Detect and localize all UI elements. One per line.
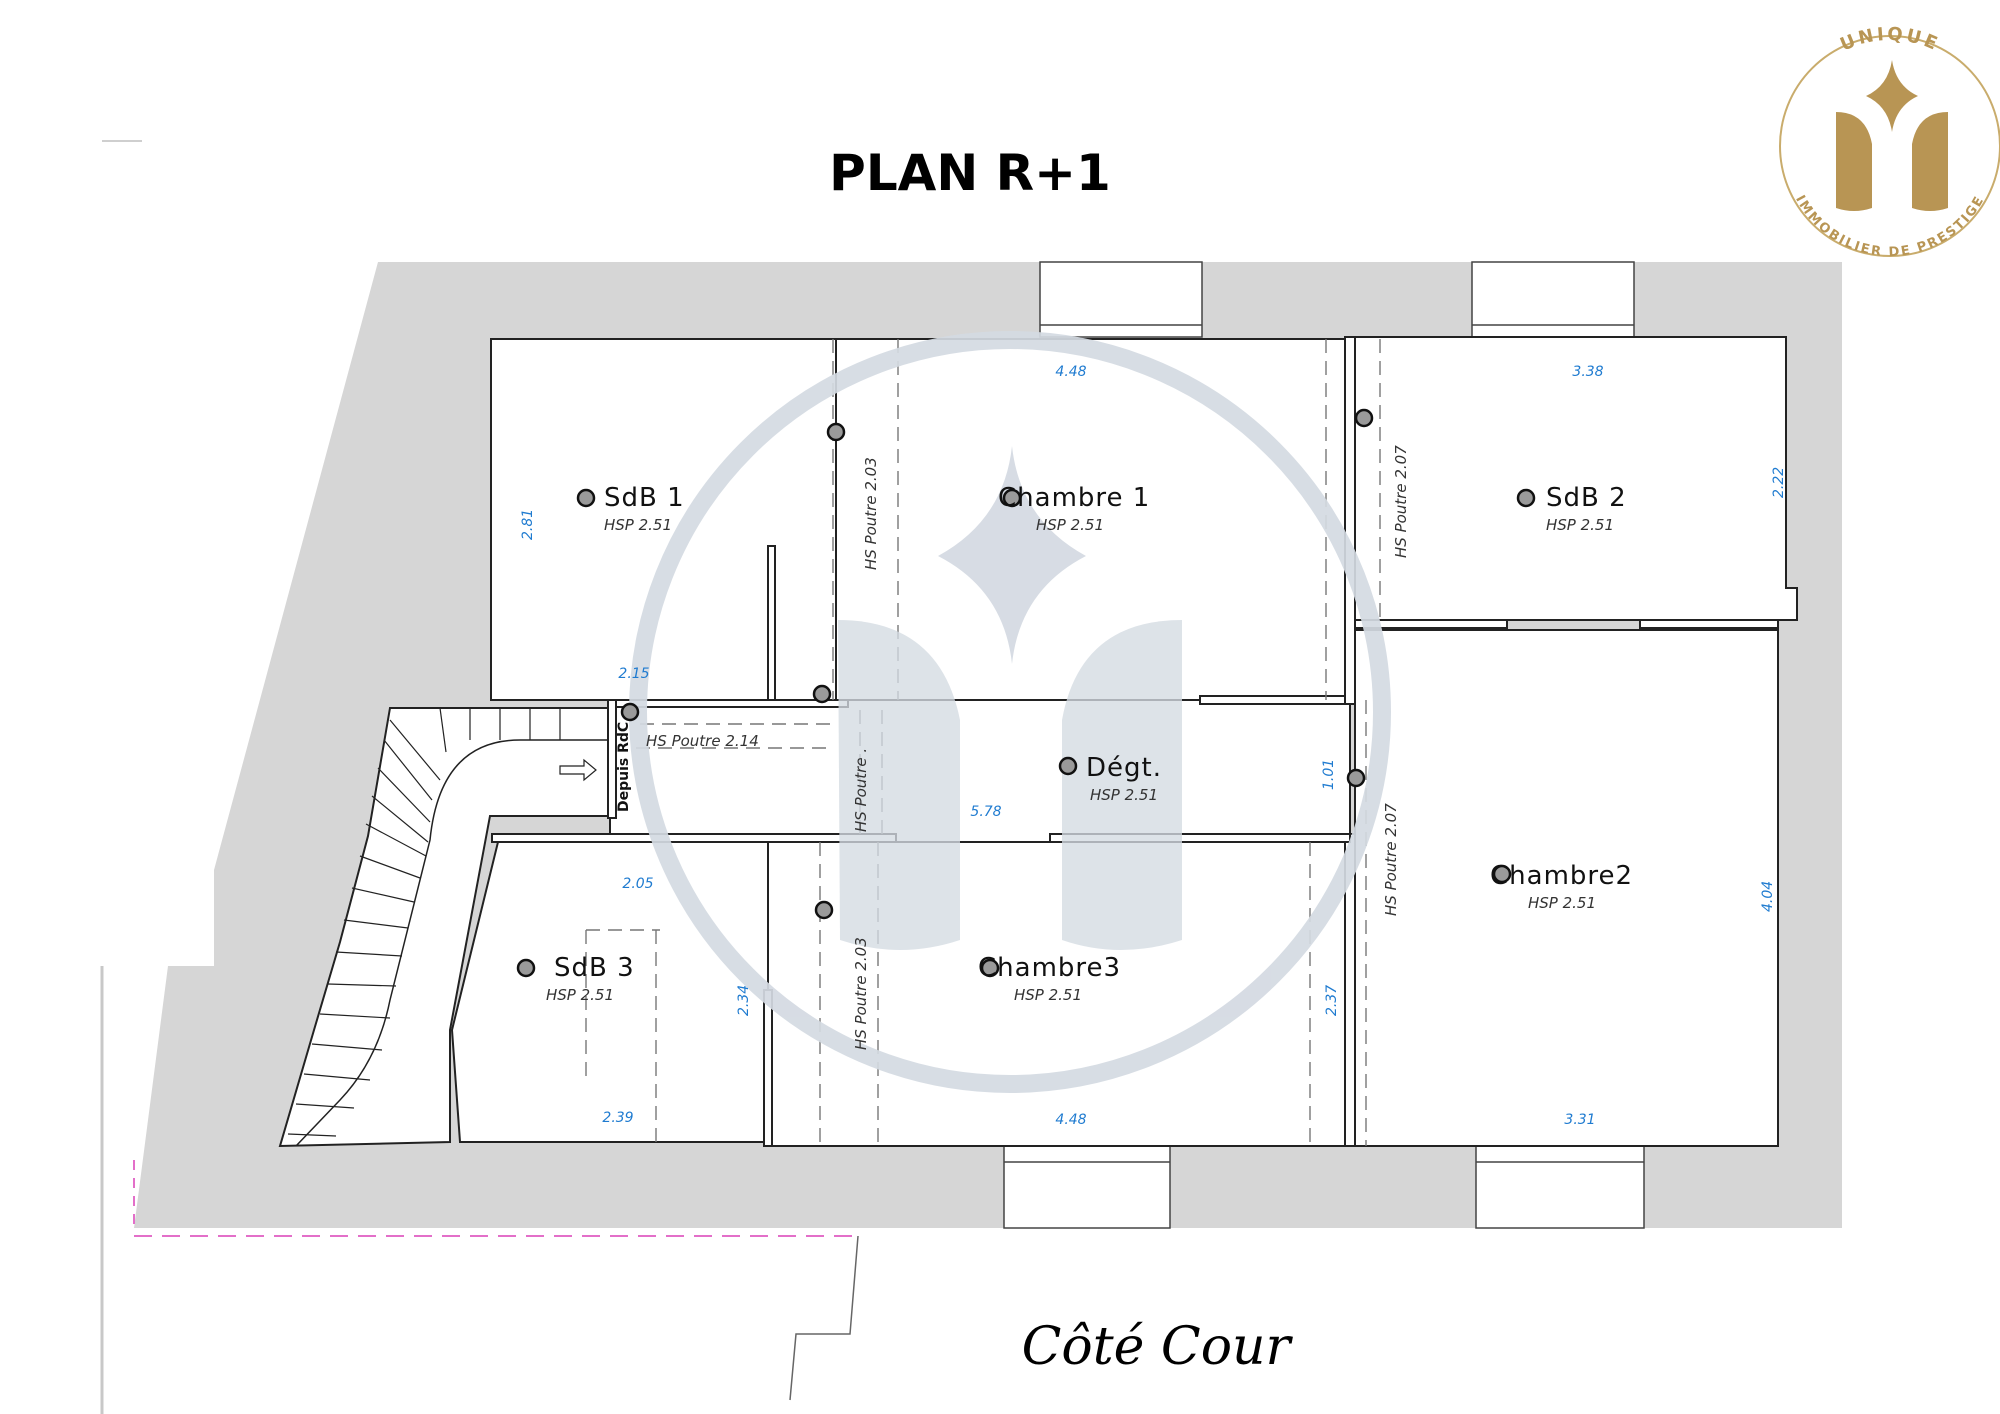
room-hsp-sdb2: HSP 2.51	[1546, 516, 1614, 534]
marker-icon	[620, 702, 640, 722]
marker-icon	[1492, 864, 1512, 884]
marker-icon	[1058, 756, 1078, 776]
dimension-label: 3.38	[1572, 364, 1603, 380]
dimension-label: 2.22	[1771, 467, 1787, 498]
room-hsp-degt: HSP 2.51	[1090, 786, 1158, 804]
dimension-label: 4.04	[1760, 881, 1776, 912]
room-name-chambre3: Chambre3	[978, 953, 1121, 983]
beam-label: HS Poutre 2.07	[1382, 803, 1400, 916]
room-name-sdb1: SdB 1	[604, 483, 685, 513]
marker-icon	[1346, 768, 1366, 788]
marker-icon	[814, 900, 834, 920]
room-name-sdb3: SdB 3	[554, 953, 635, 983]
window-bottom-2	[1475, 1145, 1645, 1229]
dimension-label: 2.15	[618, 666, 649, 682]
dimension-label: 2.81	[520, 509, 536, 540]
plan-title: PLAN R+1	[829, 144, 1111, 202]
dimension-label: 2.39	[602, 1110, 633, 1126]
marker-icon	[516, 958, 536, 978]
logo-top-text: UNIQUE	[1837, 24, 1943, 56]
logo-bottom-text: IMMOBILIER DE PRESTIGE	[1792, 193, 1988, 260]
beam-label: HS Poutre 2.03	[852, 937, 870, 1050]
dimension-label: 4.48	[1055, 364, 1086, 380]
room-hsp-chambre3: HSP 2.51	[1014, 986, 1082, 1004]
partition-6	[1639, 619, 1779, 629]
brand-logo: UNIQUE IMMOBILIER DE PRESTIGE	[1779, 24, 2000, 260]
partition-5	[1354, 619, 1508, 629]
room-hsp-chambre2: HSP 2.51	[1528, 894, 1596, 912]
beam-label: HS Poutre 2.03	[862, 457, 880, 570]
court-side-label: Côté Cour	[1022, 1317, 1294, 1377]
beam-label: HS Poutre .	[852, 748, 870, 832]
partition-9	[1049, 833, 1351, 843]
room-name-chambre2: Chambre2	[1490, 861, 1633, 891]
beam-label: HS Poutre 2.07	[1392, 445, 1410, 558]
dimension-label: 4.48	[1055, 1112, 1086, 1128]
room-name-degt: Dégt.	[1086, 753, 1162, 783]
dimension-label: 2.34	[736, 985, 752, 1016]
marker-icon	[980, 958, 1000, 978]
partition-8	[491, 833, 897, 843]
stair-direction-arrow	[559, 758, 597, 782]
room-hsp-sdb1: HSP 2.51	[604, 516, 672, 534]
dimension-label: 5.78	[970, 804, 1001, 820]
marker-icon	[1516, 488, 1536, 508]
dimension-label: 1.01	[1321, 759, 1337, 790]
partition-1	[767, 545, 776, 707]
marker-icon	[1354, 408, 1374, 428]
marker-icon	[826, 422, 846, 442]
dimension-label: 3.31	[1564, 1112, 1595, 1128]
marker-icon	[812, 684, 832, 704]
room-hsp-chambre1: HSP 2.51	[1036, 516, 1104, 534]
staircase	[278, 707, 609, 1148]
room-floor-degt	[609, 699, 1351, 843]
partition-11	[607, 699, 617, 819]
beam-label: HS Poutre 2.14	[646, 732, 759, 750]
marker-icon	[1002, 488, 1022, 508]
marker-icon	[576, 488, 596, 508]
partition-10	[763, 989, 773, 1147]
room-name-sdb2: SdB 2	[1546, 483, 1627, 513]
partition-4	[1344, 336, 1356, 705]
stair-label: Depuis RdC	[616, 722, 632, 812]
dimension-label: 2.05	[622, 876, 653, 892]
window-bottom-1	[1003, 1145, 1171, 1229]
boundary-line	[789, 1235, 859, 1401]
dimension-label: 2.37	[1324, 985, 1340, 1016]
room-hsp-sdb3: HSP 2.51	[546, 986, 614, 1004]
room-name-chambre1: Chambre 1	[998, 483, 1150, 513]
